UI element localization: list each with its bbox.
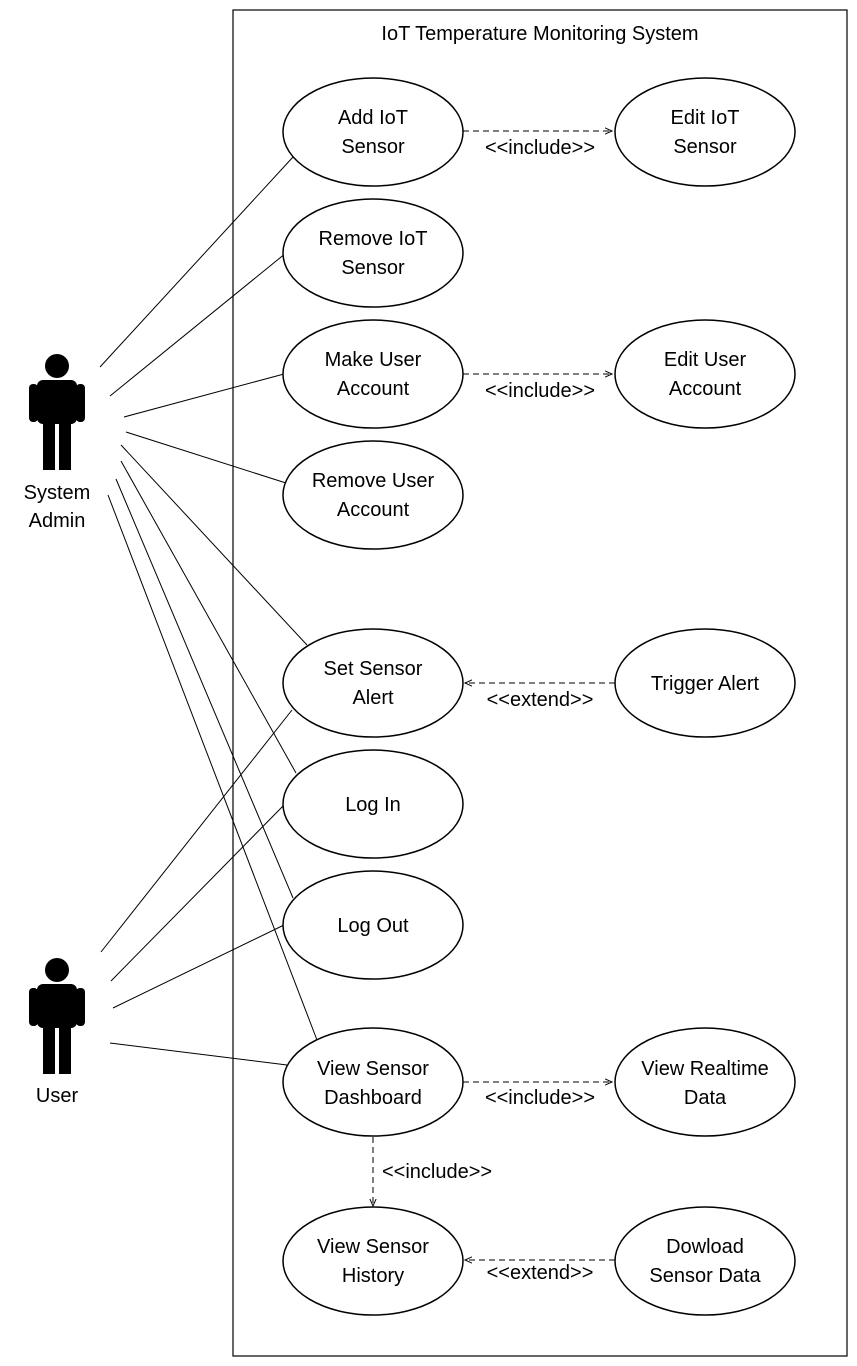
use-case-label-line1: Edit IoT: [671, 107, 740, 129]
use-case-label-line1: Remove User: [312, 470, 435, 492]
use-case-label-line2: Sensor: [341, 136, 405, 158]
use-case-label-line2: Account: [669, 378, 742, 400]
use-case-view-dashboard[interactable]: View Sensor Dashboard: [282, 1027, 464, 1137]
use-case-ellipse: [282, 870, 464, 980]
actor-figure-icon: [29, 354, 85, 470]
system-title: IoT Temperature Monitoring System: [381, 23, 698, 45]
use-case-ellipse: [614, 1206, 796, 1316]
use-case-set-alert[interactable]: Set Sensor Alert: [282, 628, 464, 738]
use-case-label-line1: Set Sensor: [324, 658, 423, 680]
use-case-label-line2: Data: [684, 1087, 727, 1109]
use-case-label: Log In: [345, 794, 401, 816]
use-case-trigger-alert[interactable]: Trigger Alert: [614, 628, 796, 738]
extend-label-download: <<extend>>: [487, 1262, 594, 1284]
use-case-ellipse: [282, 1027, 464, 1137]
actor-system-admin[interactable]: System Admin: [24, 354, 91, 532]
assoc-admin-make-account: [123, 373, 285, 418]
use-case-label-line1: Edit User: [664, 349, 747, 371]
use-case-label-line2: Sensor: [341, 257, 405, 279]
actor-label-line2: Admin: [29, 510, 86, 532]
include-label-account: <<include>>: [485, 380, 595, 402]
use-case-label-line2: Sensor: [673, 136, 737, 158]
use-case-label-line2: Sensor Data: [649, 1265, 761, 1287]
use-case-label-line2: Account: [337, 499, 410, 521]
use-case-ellipse: [614, 319, 796, 429]
use-case-remove-account[interactable]: Remove User Account: [282, 440, 464, 550]
actor-figure-icon: [29, 958, 85, 1074]
actor-label-line1: System: [24, 482, 91, 504]
use-case-download-data[interactable]: Dowload Sensor Data: [614, 1206, 796, 1316]
use-case-ellipse: [282, 198, 464, 308]
user-associations: [100, 709, 293, 1066]
use-case-label: Trigger Alert: [651, 673, 760, 695]
use-case-label-line1: View Sensor: [317, 1058, 429, 1080]
assoc-user-log-out: [112, 924, 285, 1009]
use-case-label-line1: Make User: [325, 349, 422, 371]
use-case-label-line2: Dashboard: [324, 1087, 422, 1109]
include-label-realtime: <<include>>: [485, 1087, 595, 1109]
assoc-admin-view-dashboard: [107, 494, 318, 1041]
use-case-label-line1: Add IoT: [338, 107, 408, 129]
extend-label-alert: <<extend>>: [487, 689, 594, 711]
use-case-view-history[interactable]: View Sensor History: [282, 1206, 464, 1316]
assoc-admin-remove-sensor: [109, 252, 287, 397]
use-case-label-line1: Dowload: [666, 1236, 744, 1258]
assoc-admin-set-alert: [120, 444, 308, 646]
assoc-user-view-dashboard: [109, 1042, 288, 1066]
use-case-make-account[interactable]: Make User Account: [282, 319, 464, 429]
use-case-ellipse: [614, 628, 796, 738]
assoc-admin-log-in: [120, 460, 297, 774]
use-case-ellipse: [282, 749, 464, 859]
admin-associations: [99, 156, 318, 1041]
assoc-admin-log-out: [115, 478, 294, 899]
use-case-ellipse: [614, 1027, 796, 1137]
use-case-ellipse: [282, 77, 464, 187]
assoc-user-set-alert: [100, 709, 293, 953]
use-case-log-in[interactable]: Log In: [282, 749, 464, 859]
actor-label: User: [36, 1085, 79, 1107]
use-case-label-line1: View Sensor: [317, 1236, 429, 1258]
use-case-remove-sensor[interactable]: Remove IoT Sensor: [282, 198, 464, 308]
use-case-label-line2: Account: [337, 378, 410, 400]
assoc-admin-remove-account: [125, 431, 287, 484]
use-case-add-sensor[interactable]: Add IoT Sensor: [282, 77, 464, 187]
use-case-label-line2: Alert: [352, 687, 394, 709]
use-case-ellipse: [282, 1206, 464, 1316]
use-case-ellipse: [614, 77, 796, 187]
include-label-sensor: <<include>>: [485, 137, 595, 159]
dependencies: <<include>> <<include>> <<extend>> <<inc…: [373, 131, 615, 1284]
use-case-label: Log Out: [337, 915, 409, 937]
include-label-history: <<include>>: [382, 1161, 492, 1183]
use-case-view-realtime[interactable]: View Realtime Data: [614, 1027, 796, 1137]
use-case-edit-sensor[interactable]: Edit IoT Sensor: [614, 77, 796, 187]
use-case-ellipse: [282, 628, 464, 738]
use-case-log-out[interactable]: Log Out: [282, 870, 464, 980]
use-case-label-line2: History: [342, 1265, 404, 1287]
assoc-admin-add-sensor: [99, 156, 294, 368]
use-case-ellipse: [282, 440, 464, 550]
use-case-label-line1: Remove IoT: [319, 228, 428, 250]
use-case-label-line1: View Realtime: [641, 1058, 768, 1080]
assoc-user-log-in: [110, 804, 285, 982]
actor-user[interactable]: User: [29, 958, 85, 1107]
use-case-ellipse: [282, 319, 464, 429]
use-case-edit-account[interactable]: Edit User Account: [614, 319, 796, 429]
